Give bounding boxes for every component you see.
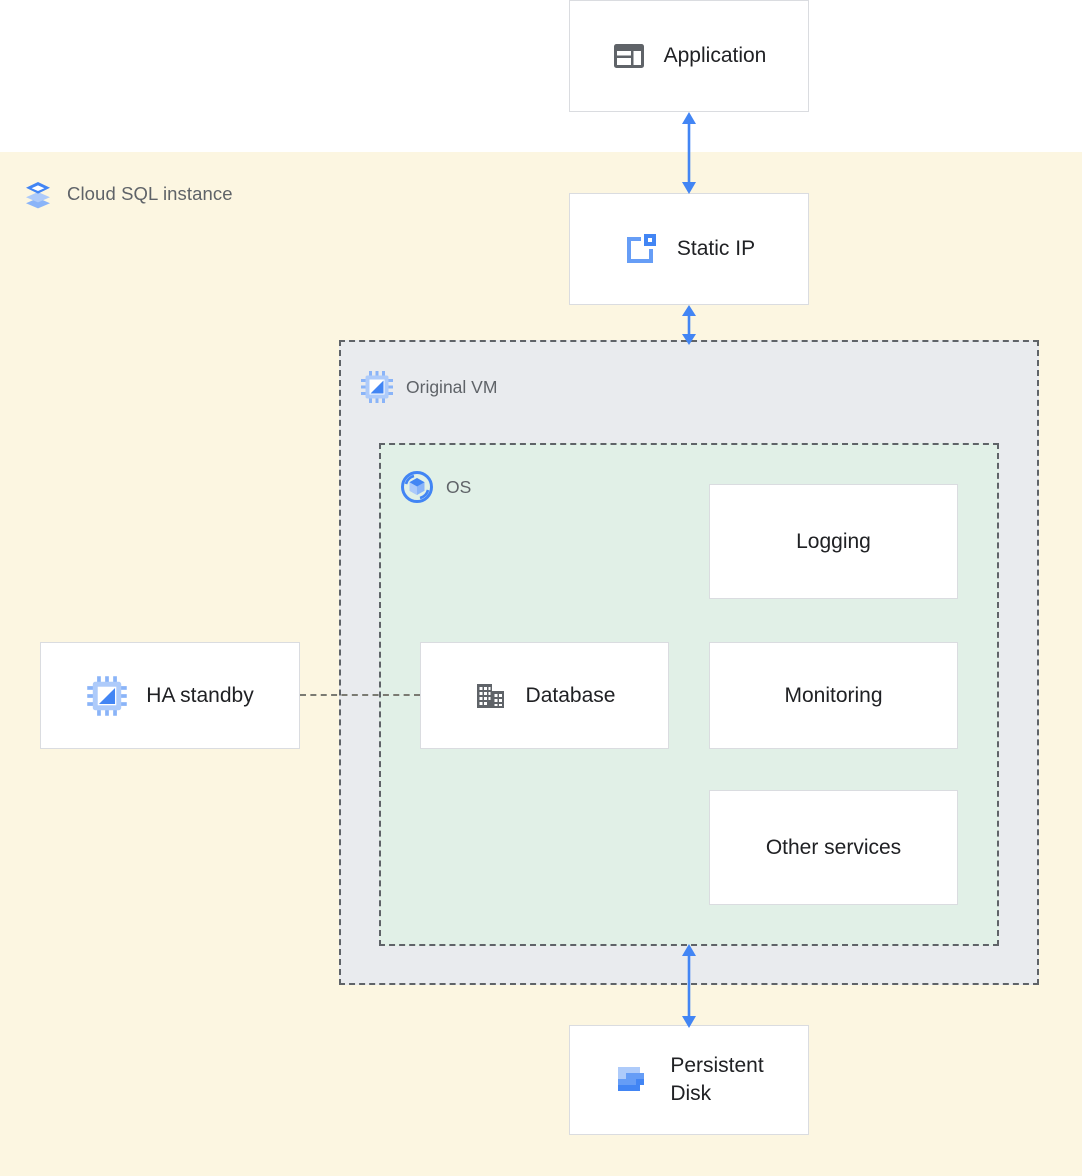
cpu-chip-icon (86, 675, 128, 717)
node-ha-standby[interactable]: HA standby (40, 642, 300, 749)
node-monitoring-label: Monitoring (784, 683, 883, 707)
node-ha-standby-label: HA standby (146, 683, 254, 707)
connector-os-to-persistent-disk (682, 944, 696, 1028)
connector-application-to-static-ip (682, 112, 696, 194)
node-logging[interactable]: Logging (709, 484, 958, 599)
os-label: OS (446, 476, 472, 497)
node-database-label: Database (525, 683, 616, 707)
cloud-sql-instance-label-group: Cloud SQL instance (22, 178, 233, 210)
persistent-disk-icon (614, 1061, 652, 1099)
application-window-icon (612, 39, 646, 73)
original-vm-label: Original VM (406, 376, 498, 397)
database-building-icon (474, 679, 508, 713)
cloud-sql-instance-label: Cloud SQL instance (67, 183, 233, 204)
node-application[interactable]: Application (569, 0, 809, 112)
cloud-sql-stack-icon (22, 178, 54, 210)
node-other-services-label: Other services (765, 835, 902, 859)
node-other-services[interactable]: Other services (709, 790, 958, 905)
os-circle-cube-icon (400, 470, 434, 504)
original-vm-label-group: Original VM (360, 370, 497, 404)
node-static-ip[interactable]: Static IP (569, 193, 809, 305)
os-label-group: OS (400, 470, 471, 504)
node-persistent-disk-label: Persistent Disk (670, 1054, 764, 1105)
node-application-label: Application (663, 44, 767, 68)
static-ip-icon (623, 231, 659, 267)
node-monitoring[interactable]: Monitoring (709, 642, 958, 749)
connector-static-ip-to-original-vm (682, 305, 696, 345)
node-persistent-disk[interactable]: Persistent Disk (569, 1025, 809, 1135)
connector-ha-standby-to-os (300, 694, 420, 696)
node-static-ip-label: Static IP (676, 237, 756, 261)
cpu-chip-icon (360, 370, 394, 404)
node-database[interactable]: Database (420, 642, 669, 749)
node-logging-label: Logging (796, 529, 871, 553)
